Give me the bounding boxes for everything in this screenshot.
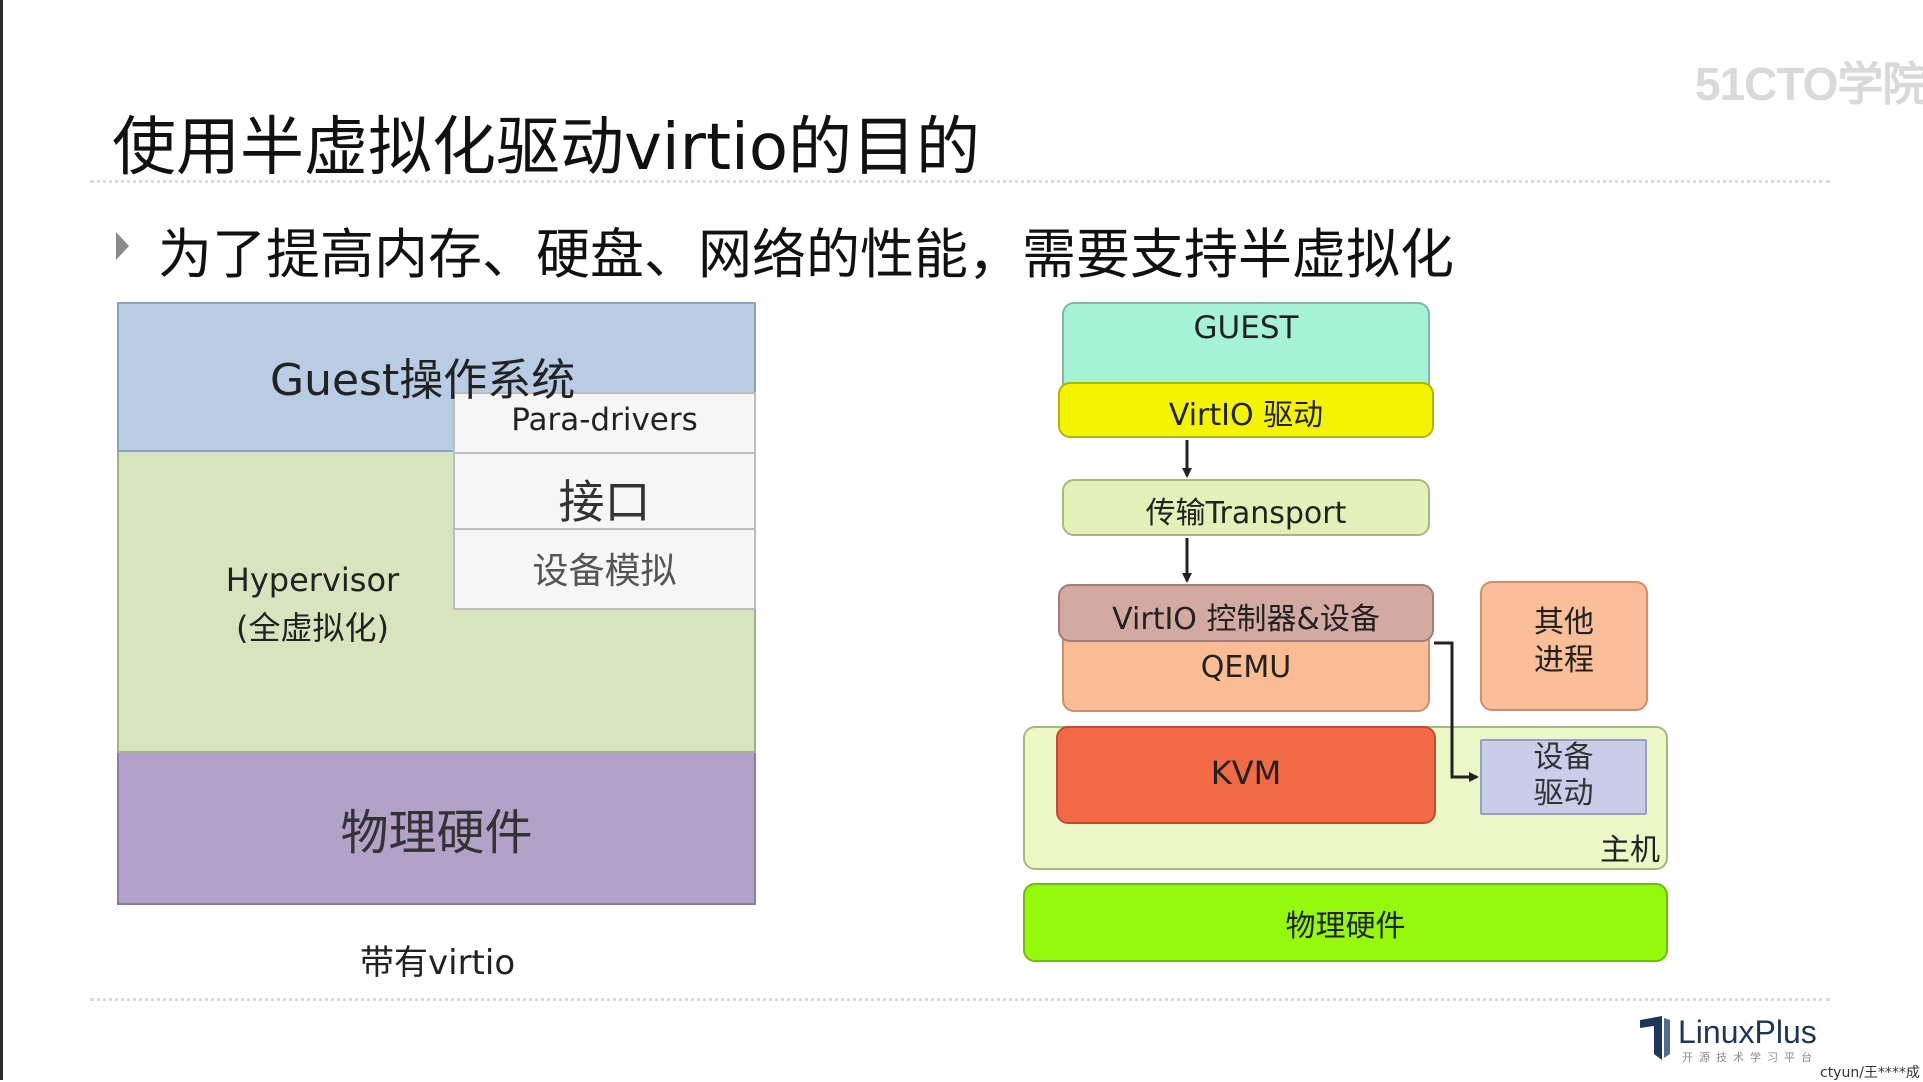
guest-label: GUEST [1193, 310, 1299, 346]
other-process-label: 其他 进程 [1480, 604, 1648, 680]
other-process-box [1480, 581, 1648, 711]
transport-label: 传输Transport [1145, 496, 1347, 531]
physical-hardware-label: 物理硬件 [1285, 909, 1406, 944]
logo-tagline: 开源技术学习平台 [1682, 1051, 1818, 1064]
kvm-label: KVM [1210, 754, 1282, 792]
device-driver-box [1480, 739, 1647, 815]
diagram-caption: 带有virtio [360, 943, 516, 983]
device-driver-line2: 驱动 [1533, 776, 1594, 811]
virtio-driver-box [1058, 382, 1434, 438]
bullet-text: 为了提高内存、硬盘、网络的性能，需要支持半虚拟化 [158, 223, 1454, 286]
hardware-layer [117, 753, 756, 905]
kvm-box [1056, 726, 1436, 824]
virtio-controller-label: VirtIO 控制器&设备 [1112, 602, 1380, 637]
arrow-controller-to-device-driver [1434, 641, 1479, 782]
device-driver-line1: 设备 [1533, 740, 1594, 775]
slide-title: 使用半虚拟化驱动virtio的目的 [112, 111, 980, 185]
hypervisor-label: Hypervisor (全虚拟化) [210, 556, 415, 652]
device-driver-label: 设备 驱动 [1480, 740, 1647, 812]
logo-brand: LinuxPlus [1678, 1014, 1817, 1050]
interface-box [453, 454, 756, 530]
footer-divider [90, 998, 1830, 1001]
hypervisor-label-line1: Hypervisor [225, 561, 400, 599]
watermark-logo: 51CTO学院 [1695, 58, 1923, 110]
other-process-line1: 其他 [1534, 605, 1594, 640]
hardware-label: 物理硬件 [340, 805, 533, 861]
para-drivers-box [453, 392, 756, 454]
transport-box [1062, 479, 1430, 536]
guest-os-label: Guest操作系统 [270, 355, 576, 406]
other-process-line2: 进程 [1534, 643, 1594, 678]
device-emulation-box [453, 530, 756, 610]
left-edge-bar [0, 0, 3, 1080]
para-drivers-label: Para-drivers [511, 402, 698, 438]
physical-hardware-box [1023, 883, 1668, 962]
qemu-label: QEMU [1200, 650, 1292, 685]
virtio-controller-box [1058, 584, 1434, 642]
device-emulation-label: 设备模拟 [532, 551, 677, 592]
linuxplus-logo-icon [1640, 1016, 1670, 1060]
virtio-driver-label: VirtIO 驱动 [1168, 398, 1324, 433]
hypervisor-label-line2: (全虚拟化) [236, 609, 389, 647]
corner-user-label: ctyun/王****成 [1820, 1065, 1920, 1081]
interface-label: 接口 [558, 475, 651, 529]
host-label: 主机 [1600, 833, 1660, 868]
title-divider [90, 180, 1830, 183]
bullet-arrow-icon [116, 232, 129, 260]
